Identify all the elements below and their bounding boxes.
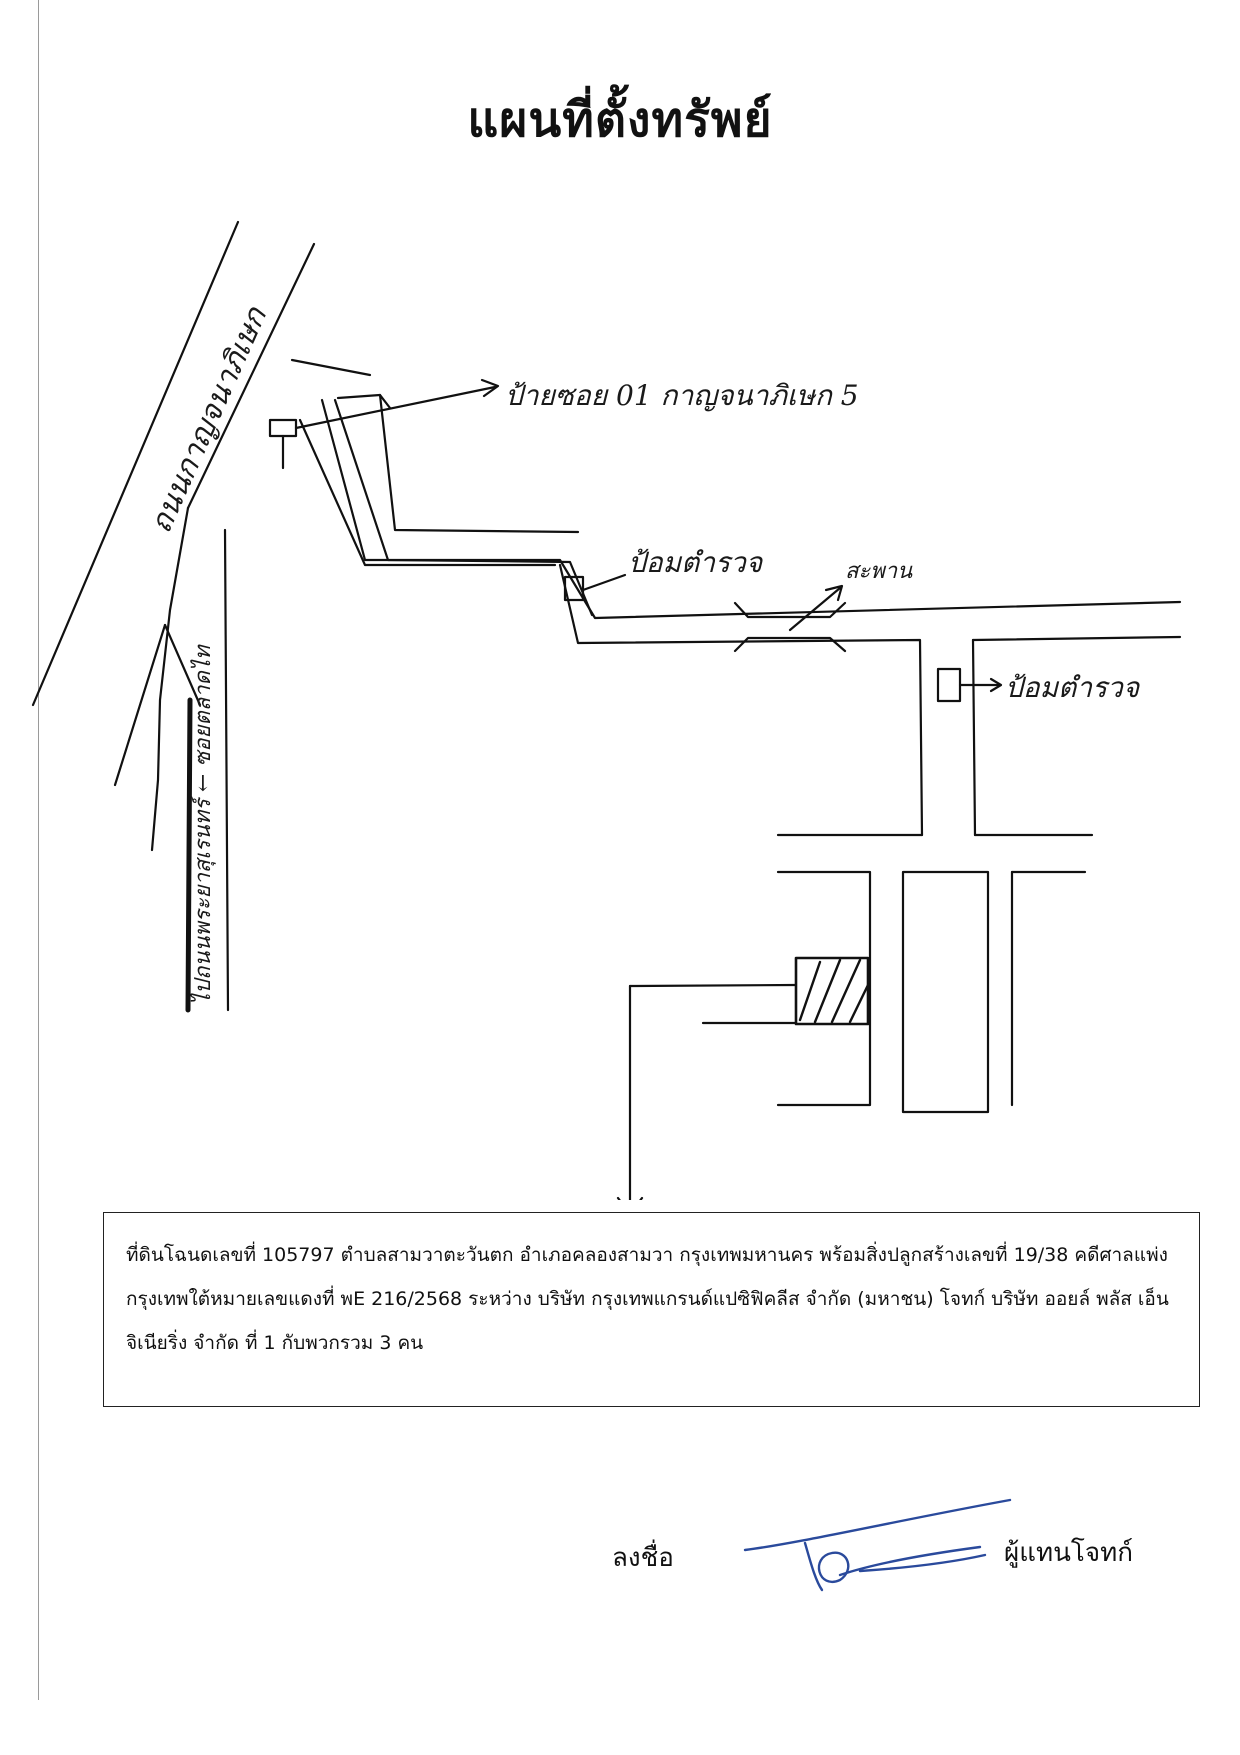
police-box-1-pointer: [581, 573, 627, 592]
property-description-box: ที่ดินโฉนดเลขที่ 105797 ตำบลสามวาตะวันตก…: [103, 1212, 1200, 1407]
page-edge-line: [38, 0, 39, 1700]
police-box-2-label: ป้อมตำรวจ: [1005, 671, 1141, 704]
main-road-edge-west: [31, 220, 240, 707]
lower-block-west: [776, 870, 872, 1107]
property-parcel: [794, 956, 870, 1026]
soi-entrance-top: [290, 358, 372, 377]
signature-scribble: [743, 1498, 1012, 1592]
lower-block-middle: [901, 870, 990, 1114]
sign-pointer-line: [294, 385, 497, 430]
bridge-pointer: [788, 586, 842, 632]
police-box-2-marker: [936, 667, 962, 703]
soi-sign-label: ป้ายซอย 01 กาญจนาภิเษก 5: [505, 379, 859, 412]
bridge-north-rail: [733, 601, 847, 619]
side-road-corner: [163, 623, 202, 707]
soi-road-edge-south: [558, 563, 924, 837]
soi-sign-box: [268, 418, 298, 438]
soi-road-edge-north-inner: [298, 418, 557, 567]
soi-road-west: [333, 398, 594, 617]
side-road-edge-east: [223, 528, 230, 1012]
bridge-south-rail: [733, 636, 847, 653]
page-title: แผนที่ตั้งทรัพย์: [467, 92, 773, 148]
side-road-edge: [150, 506, 190, 852]
property-description-text: ที่ดินโฉนดเลขที่ 105797 ตำบลสามวาตะวันตก…: [126, 1244, 1169, 1354]
cross-road-edge-west: [971, 638, 977, 837]
main-road-label: ถนนกาญจนาภิเษก: [143, 301, 274, 539]
police-box-2-arrowhead: [989, 677, 1003, 693]
side-road-thick-line: [185, 697, 193, 1013]
main-road-edge-east-upper: [186, 242, 316, 510]
police-box-1-label: ป้อมตำรวจ: [628, 546, 764, 579]
signer-role-label: ผู้แทนโจทก์: [1004, 1538, 1133, 1568]
soi-road-inner: [378, 393, 580, 534]
bridge-pointer-arrowhead: [824, 584, 844, 602]
soi-road-edge-north: [320, 398, 1182, 620]
police-box-1-marker: [563, 575, 585, 602]
main-road-edge-east-lower: [113, 623, 167, 787]
sign-pointer-arrowhead: [480, 378, 500, 398]
side-road-label: ไปถนนพระยาสุเรนทร์ ← ซอยตลาดไท: [190, 644, 216, 1005]
property-pointer-horizontal: [628, 983, 797, 988]
bridge-label: สะพาน: [845, 559, 913, 584]
property-parcel-hatching: [798, 958, 870, 1024]
cross-road-edge-north: [971, 635, 1182, 642]
property-location-map: ถนนกาญจนาภิเษก ไปถนนพระยาสุเรนทร์ ← ซอยต…: [31, 220, 1182, 1200]
signature-label: ลงชื่อ: [612, 1543, 674, 1573]
